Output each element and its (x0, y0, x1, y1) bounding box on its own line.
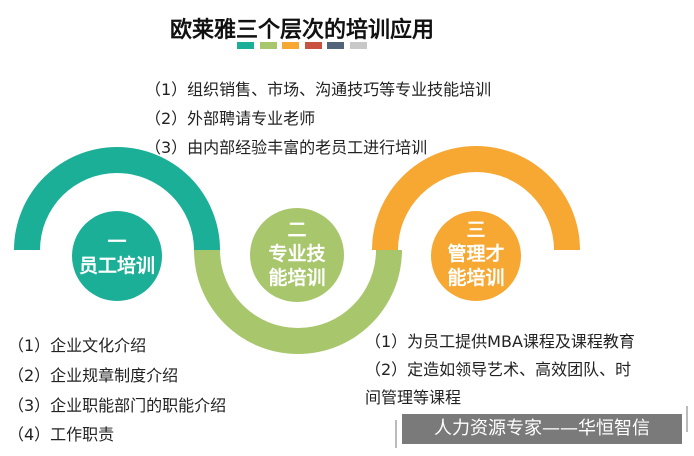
top-item: （3）由内部经验丰富的老员工进行培训 (145, 138, 428, 157)
color-swatch-gray (350, 42, 367, 49)
brand-decor-line (686, 406, 688, 432)
top-item: （2）外部聘请专业老师 (145, 109, 316, 128)
color-swatch-teal (237, 42, 254, 49)
top-item: （1）组织销售、市场、沟通技巧等专业技能培训 (145, 80, 492, 99)
orange-circle (431, 211, 521, 301)
left-item: （1）企业文化介绍 (8, 336, 147, 355)
right-item: （1）为员工提供MBA课程及课程教育 (365, 332, 635, 351)
left-item: （4）工作职责 (8, 425, 115, 444)
slide-title: 欧莱雅三个层次的培训应用 (170, 18, 435, 43)
color-swatch-red (305, 42, 322, 49)
teal-circle (72, 211, 162, 301)
color-swatch-green (260, 42, 277, 49)
left-item: （2）企业规章制度介绍 (8, 366, 179, 385)
color-swatch-slate (327, 42, 344, 49)
orange-arc (372, 146, 580, 250)
color-swatch-orange (282, 42, 299, 49)
circle-1-label: 一员工培训 (78, 231, 155, 277)
circle-2-label: 二专业技能培训 (268, 219, 326, 289)
right-item: （2）定造如领导艺术、高效团队、时 (365, 360, 632, 379)
teal-arc (14, 147, 220, 250)
circle-3-label: 三管理才能培训 (447, 219, 505, 289)
brand-decor-line (395, 420, 397, 448)
left-item: （3）企业职能部门的职能介绍 (8, 396, 227, 415)
green-arc (194, 250, 402, 354)
green-circle (250, 208, 344, 302)
brand-banner: 人力资源专家——华恒智信 (402, 414, 682, 444)
right-item: 间管理等课程 (365, 388, 462, 407)
